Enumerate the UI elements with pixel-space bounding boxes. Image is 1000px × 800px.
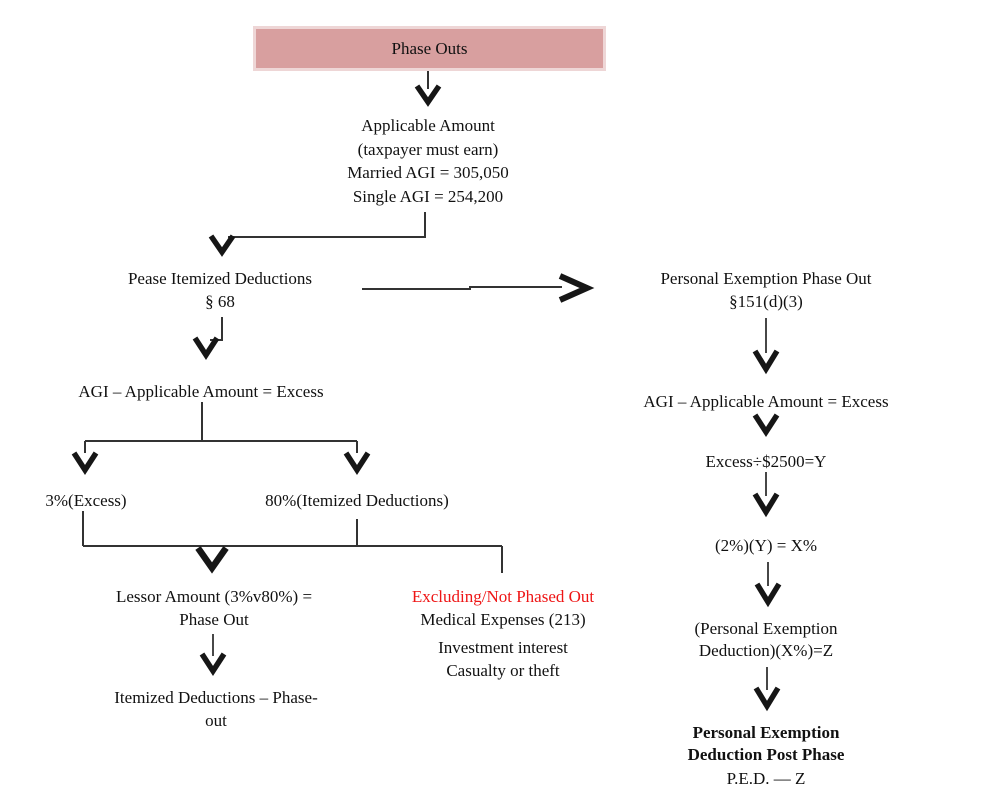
ped-formula-node: (Personal Exemption Deduction)(X%)=Z bbox=[640, 618, 892, 662]
arrow-down-icon bbox=[753, 686, 781, 712]
phase-outs-box: Phase Outs bbox=[253, 26, 606, 71]
final-result-abbrev: P.E.D. — Z bbox=[726, 769, 806, 788]
applicable-amount-line: Married AGI = 305,050 bbox=[347, 163, 509, 182]
agi-excess-right-node: AGI – Applicable Amount = Excess bbox=[643, 392, 889, 411]
personal-exemption-phaseout-node: Personal Exemption Phase Out §151(d)(3) bbox=[629, 267, 903, 313]
arrow-down-icon bbox=[199, 652, 227, 677]
itemized-result-node: Itemized Deductions – Phase- out bbox=[90, 686, 342, 732]
excluding-node: Excluding/Not Phased Out Medical Expense… bbox=[382, 585, 624, 682]
excluding-title: Excluding/Not Phased Out bbox=[411, 587, 595, 606]
connector-lessor-to-itemized bbox=[199, 634, 227, 677]
agi-excess-left-node: AGI – Applicable Amount = Excess bbox=[78, 382, 324, 401]
two-percent-formula-node: (2%)(Y) = X% bbox=[714, 536, 818, 555]
pease-line: Pease Itemized Deductions bbox=[127, 269, 313, 288]
arrow-down-icon bbox=[343, 451, 371, 476]
excess-formula-node: Excess÷$2500=Y bbox=[705, 452, 827, 471]
eighty-percent-node: 80%(Itemized Deductions) bbox=[265, 491, 449, 510]
arrow-down-icon bbox=[195, 546, 229, 574]
lessor-amount-node: Lessor Amount (3%v80%) = Phase Out bbox=[88, 585, 340, 631]
arrow-down-icon bbox=[752, 349, 780, 375]
pease-section-ref: § 68 bbox=[205, 292, 235, 311]
excluding-item: Casualty or theft bbox=[446, 661, 560, 680]
connector-pepo-to-agiexcess bbox=[752, 318, 780, 375]
connector-2pct-to-pedformula bbox=[754, 562, 782, 608]
connector-split-3pct-80pct bbox=[71, 402, 371, 476]
excluding-item: Investment interest bbox=[438, 638, 568, 657]
connector-pease-to-pepo bbox=[362, 273, 595, 303]
excluding-item: Medical Expenses (213) bbox=[420, 610, 586, 629]
connector-applicable-to-pease bbox=[208, 212, 426, 257]
applicable-amount-line: Applicable Amount bbox=[361, 116, 495, 135]
pepo-line: Personal Exemption Phase Out bbox=[660, 269, 872, 288]
arrow-down-icon bbox=[192, 336, 220, 361]
arrow-right-icon bbox=[558, 273, 595, 303]
pease-itemized-node: Pease Itemized Deductions § 68 bbox=[95, 267, 345, 313]
arrow-down-icon bbox=[754, 582, 782, 608]
pepo-section-ref: §151(d)(3) bbox=[729, 292, 803, 311]
final-result-line: Deduction Post Phase bbox=[687, 745, 845, 764]
ped-formula-line: (Personal Exemption bbox=[694, 619, 838, 638]
connector-excessy-to-2pct bbox=[752, 472, 780, 518]
lessor-line: Lessor Amount (3%v80%) = bbox=[115, 587, 313, 606]
itemized-result-line: out bbox=[205, 711, 227, 730]
arrow-down-icon bbox=[414, 84, 442, 107]
arrow-down-icon bbox=[752, 492, 780, 518]
connector-line bbox=[228, 212, 426, 238]
connector-line bbox=[210, 317, 223, 341]
three-percent-node: 3%(Excess) bbox=[45, 491, 127, 510]
applicable-amount-line: Single AGI = 254,200 bbox=[352, 186, 504, 206]
phase-outs-label: Phase Outs bbox=[391, 38, 468, 58]
applicable-amount-line: (taxpayer must earn) bbox=[357, 139, 499, 159]
final-result-node: Personal Exemption Deduction Post Phase … bbox=[640, 722, 892, 790]
lessor-line: Phase Out bbox=[179, 610, 249, 629]
itemized-result-line: Itemized Deductions – Phase- bbox=[114, 688, 318, 707]
connector-agiexcess-to-excessy bbox=[752, 413, 780, 438]
ped-formula-line: Deduction)(X%)=Z bbox=[698, 641, 834, 660]
connector-pedformula-to-final bbox=[753, 667, 781, 712]
applicable-amount-node: Applicable Amount (taxpayer must earn) M… bbox=[278, 114, 578, 208]
connector-line bbox=[362, 286, 562, 290]
final-result-line: Personal Exemption bbox=[692, 723, 840, 742]
arrow-down-icon bbox=[208, 234, 236, 257]
arrow-down-icon bbox=[71, 451, 99, 476]
connector-merge-to-lessor-and-excluding bbox=[82, 511, 503, 574]
arrow-down-icon bbox=[752, 413, 780, 438]
connector-phaseouts-to-applicable bbox=[414, 71, 442, 107]
connector-pease-to-agiexcess bbox=[192, 317, 223, 361]
